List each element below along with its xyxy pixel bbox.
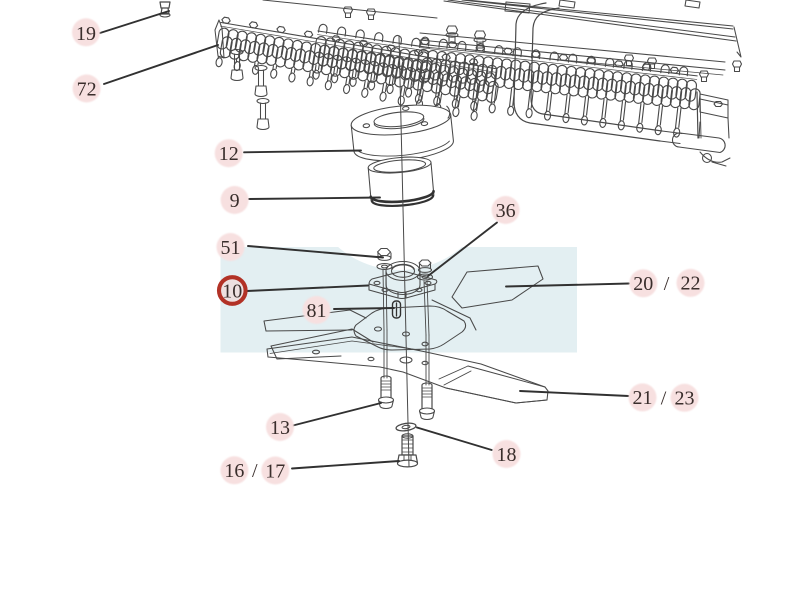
svg-text:10: 10 bbox=[222, 280, 242, 302]
svg-text:16: 16 bbox=[224, 460, 244, 482]
svg-text:/: / bbox=[664, 273, 670, 295]
svg-text:9: 9 bbox=[230, 190, 240, 212]
svg-text:/: / bbox=[252, 460, 258, 482]
svg-text:18: 18 bbox=[497, 444, 517, 466]
svg-text:72: 72 bbox=[77, 78, 97, 100]
svg-text:81: 81 bbox=[307, 300, 327, 322]
svg-text:13: 13 bbox=[270, 417, 290, 439]
svg-text:12: 12 bbox=[219, 143, 239, 165]
svg-text:23: 23 bbox=[675, 388, 695, 410]
svg-text:19: 19 bbox=[76, 23, 96, 45]
svg-text:22: 22 bbox=[681, 273, 701, 295]
svg-text:/: / bbox=[661, 387, 667, 409]
svg-text:51: 51 bbox=[221, 237, 241, 259]
svg-text:36: 36 bbox=[496, 200, 516, 222]
svg-text:17: 17 bbox=[265, 460, 285, 482]
svg-text:21: 21 bbox=[633, 387, 653, 409]
svg-text:20: 20 bbox=[633, 273, 653, 295]
